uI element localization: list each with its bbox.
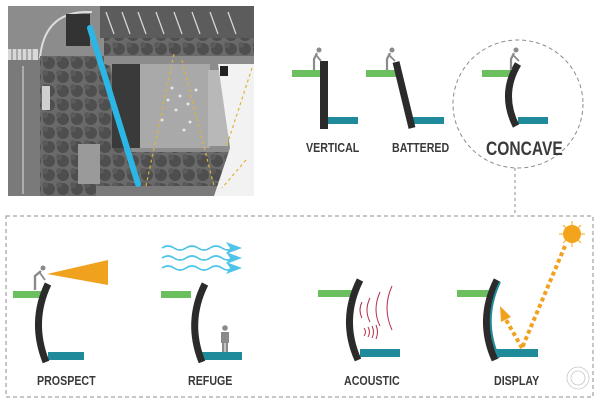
concave-wall-diagram — [452, 39, 584, 169]
watermark-stamp — [566, 366, 590, 390]
wind-icon — [161, 242, 242, 274]
label-vertical: VERTICAL — [306, 140, 360, 155]
lower-ground — [328, 117, 358, 124]
label-acoustic: ACOUSTIC — [344, 373, 400, 388]
functions-frame — [5, 215, 594, 398]
light-ray-arrow — [500, 306, 511, 322]
label-refuge: REFUGE — [188, 373, 233, 388]
lower-ground — [518, 117, 548, 124]
wall — [504, 62, 522, 128]
label-display: DISPLAY — [494, 373, 540, 388]
wall — [483, 278, 501, 362]
person-icon — [385, 47, 396, 70]
person-icon — [33, 265, 46, 290]
vertical-wall-diagram — [292, 47, 358, 129]
upper-ground — [318, 290, 352, 297]
lower-ground — [202, 352, 242, 360]
person-icon — [509, 47, 520, 70]
display-diagram — [457, 221, 590, 390]
label-concave: CONCAVE — [486, 139, 563, 160]
person-icon — [312, 47, 322, 70]
view-cone — [47, 260, 108, 285]
upper-ground — [457, 290, 491, 297]
label-battered: BATTERED — [392, 140, 450, 155]
wall — [35, 282, 52, 364]
upper-ground — [366, 70, 398, 77]
sun-icon — [559, 221, 585, 247]
highlighted-wall — [87, 25, 141, 187]
lower-ground — [496, 349, 538, 357]
lower-ground — [412, 117, 444, 124]
standing-person-icon — [221, 325, 229, 352]
prospect-diagram — [13, 260, 108, 364]
sound-waves-icon — [359, 285, 393, 340]
refuge-diagram — [161, 242, 242, 364]
display-surface — [489, 281, 501, 359]
upper-ground — [13, 291, 43, 298]
wall — [320, 61, 328, 129]
wall — [392, 61, 416, 129]
lower-ground — [360, 349, 400, 357]
light-ray — [503, 245, 567, 349]
acoustic-diagram — [318, 278, 400, 362]
wall — [346, 278, 364, 362]
crosswalk — [8, 49, 38, 60]
lower-ground — [48, 352, 84, 360]
battered-wall-diagram — [366, 47, 444, 129]
upper-ground — [292, 70, 324, 77]
upper-ground — [482, 70, 512, 77]
upper-ground — [161, 291, 191, 298]
wall — [191, 282, 209, 364]
label-prospect: PROSPECT — [37, 373, 96, 388]
highlight-circle — [452, 39, 584, 169]
